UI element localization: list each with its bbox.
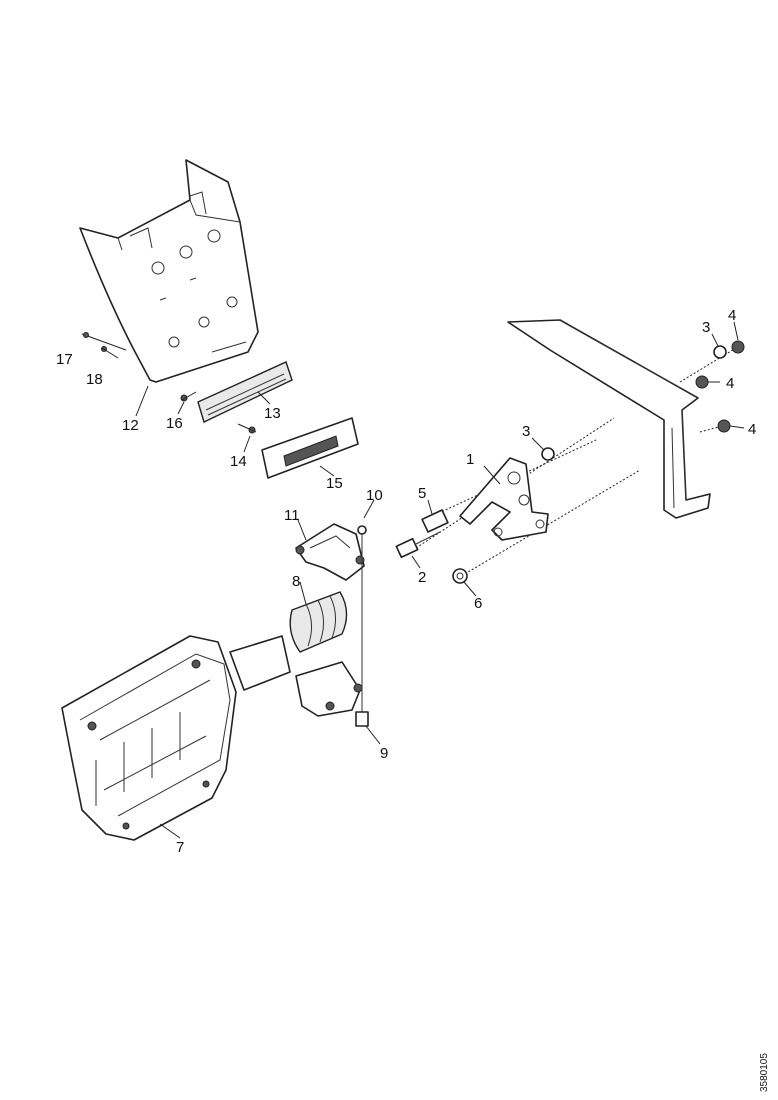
callout-7: 7 <box>176 839 184 856</box>
bolt-2-part <box>395 531 441 559</box>
mudflap-part <box>79 159 259 383</box>
reference-code: 3580105 <box>759 1053 770 1092</box>
washer-3-part <box>541 345 727 461</box>
rubber-bush-part <box>289 591 348 653</box>
screw-16-part <box>180 391 197 402</box>
callout-18: 18 <box>86 371 103 388</box>
callout-17: 17 <box>56 351 73 368</box>
callout-3: 3 <box>702 319 710 336</box>
callout-14: 14 <box>230 453 247 470</box>
chassis-frame-part <box>507 319 711 519</box>
callout-2: 2 <box>418 569 426 586</box>
callout-1: 1 <box>466 451 474 468</box>
callout-9: 9 <box>380 745 388 762</box>
upper-clamp-part <box>295 523 365 581</box>
bracket-part <box>459 457 549 541</box>
callout-5: 5 <box>418 485 426 502</box>
callout-labels: 1 2 3 3 4 4 4 5 6 7 8 9 10 11 12 13 14 1… <box>56 307 756 856</box>
bolt-axes <box>415 347 737 579</box>
callout-15: 15 <box>326 475 343 492</box>
callout-10: 10 <box>366 487 383 504</box>
spacer-5-part <box>421 509 449 533</box>
screw-14-part <box>237 423 257 434</box>
callout-16: 16 <box>166 415 183 432</box>
callout-6: 6 <box>474 595 482 612</box>
mounting-support-part <box>61 635 291 841</box>
leader-lines <box>135 321 745 839</box>
lower-clamp-part <box>295 661 363 717</box>
callout-12: 12 <box>122 417 139 434</box>
screws-17-18-part <box>81 332 127 359</box>
callout-13: 13 <box>264 405 281 422</box>
callout-8: 8 <box>292 573 300 590</box>
callout-4: 4 <box>748 421 756 438</box>
callout-4: 4 <box>726 375 734 392</box>
bolt-9-part <box>355 525 369 727</box>
callout-3: 3 <box>522 423 530 440</box>
brand-plate-part <box>261 417 359 479</box>
callout-11: 11 <box>284 507 300 524</box>
reflector-strip-part <box>197 361 293 423</box>
callout-4: 4 <box>728 307 736 324</box>
nut-6-part <box>452 568 468 584</box>
